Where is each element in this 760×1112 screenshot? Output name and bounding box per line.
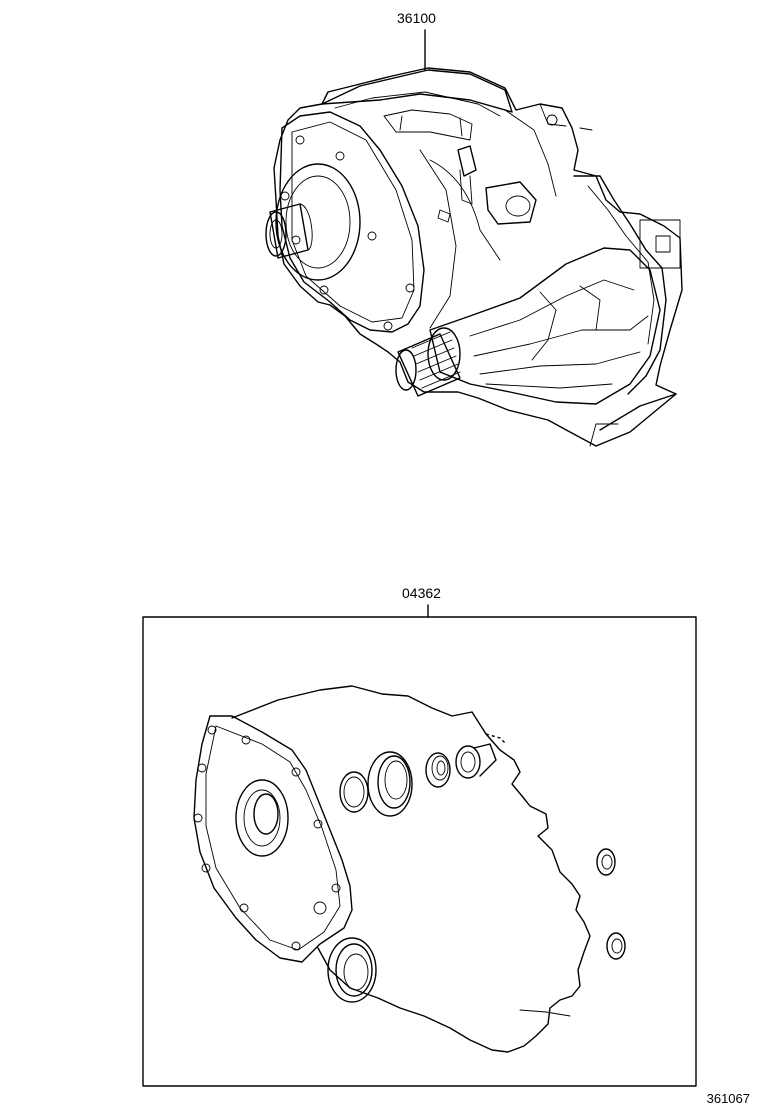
rear-flange xyxy=(573,175,667,395)
case-gasket xyxy=(231,685,591,1053)
drain-plug xyxy=(455,743,497,779)
transfer-housing-outline xyxy=(273,67,683,447)
gasket-kit-part-number-label: 04362 xyxy=(402,585,441,601)
figure-number-label: 361067 xyxy=(706,1091,750,1106)
gasket-bolt-holes xyxy=(193,725,341,951)
input-shaft xyxy=(265,163,361,281)
kit-frame xyxy=(142,616,697,1087)
small-gasket-2 xyxy=(606,932,626,960)
output-shaft xyxy=(395,327,461,397)
gasket-kit-illustration xyxy=(142,604,697,1087)
large-oil-seal xyxy=(367,751,413,817)
shift-linkage xyxy=(429,145,537,261)
rear-extension-housing xyxy=(429,247,661,405)
top-cover xyxy=(321,69,513,113)
rear-oil-seal xyxy=(327,937,377,1003)
flange-bolts xyxy=(280,135,415,331)
front-cover-gasket xyxy=(193,715,353,963)
small-plug-hole xyxy=(313,901,327,915)
small-gasket-1 xyxy=(596,848,616,876)
front-oil-seal xyxy=(235,779,289,857)
transfer-assembly-illustration xyxy=(265,29,683,447)
medium-oil-seal xyxy=(425,752,451,788)
assembly-part-number-label: 36100 xyxy=(397,10,436,26)
front-flange-plate xyxy=(279,111,425,333)
